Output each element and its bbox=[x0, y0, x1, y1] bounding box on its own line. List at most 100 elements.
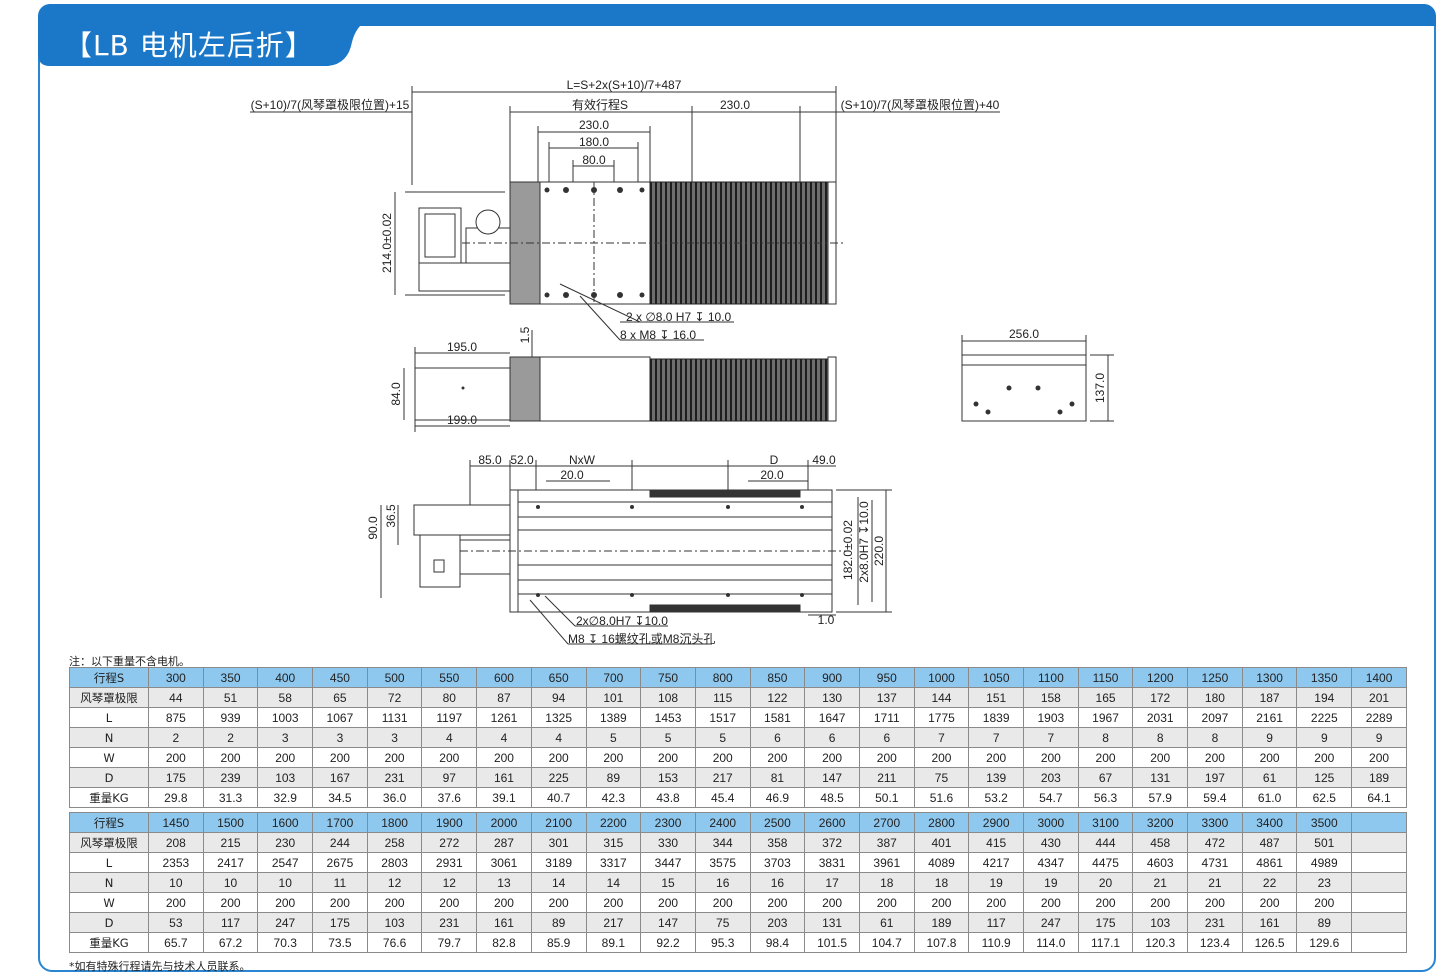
table-cell: 208 bbox=[148, 832, 204, 853]
table-cell: 1400 bbox=[1351, 667, 1407, 688]
table-cell: 200 bbox=[585, 747, 642, 768]
table-cell: 4 bbox=[421, 727, 478, 748]
footnote: *如有特殊行程请先与技术人员联系。 bbox=[69, 960, 251, 973]
table-cell: 23 bbox=[1296, 872, 1353, 893]
table-cell: 4475 bbox=[1077, 852, 1134, 873]
table-cell: 16 bbox=[694, 872, 751, 893]
table-cell: 4347 bbox=[1023, 852, 1079, 873]
table-cell: 2353 bbox=[148, 852, 204, 873]
table-cell: 42.3 bbox=[585, 787, 642, 808]
table-cell: 98.4 bbox=[749, 932, 806, 953]
dim-20-right: 20.0 bbox=[760, 468, 784, 482]
table-cell: 215 bbox=[202, 832, 259, 853]
table-cell: 36.0 bbox=[366, 787, 423, 808]
table-cell: 73.5 bbox=[312, 932, 368, 953]
table-cell: 2 bbox=[202, 727, 259, 748]
table-cell: 200 bbox=[749, 892, 806, 913]
table-cell: 45.4 bbox=[694, 787, 751, 808]
table-cell: 32.9 bbox=[257, 787, 314, 808]
table-cell: 4089 bbox=[913, 852, 970, 873]
table-cell: 247 bbox=[1023, 912, 1079, 933]
table-cell: 203 bbox=[1023, 767, 1079, 788]
table-cell: 167 bbox=[312, 767, 368, 788]
table-cell: 200 bbox=[421, 892, 478, 913]
table-cell: 61 bbox=[858, 912, 915, 933]
table-cell: 3200 bbox=[1132, 812, 1189, 833]
table-cell bbox=[1351, 872, 1407, 893]
table-cell: 117 bbox=[968, 912, 1024, 933]
table-cell: 239 bbox=[202, 767, 259, 788]
table-cell: 650 bbox=[530, 667, 587, 688]
table-cell: 12 bbox=[421, 872, 478, 893]
table-cell: 89 bbox=[585, 767, 642, 788]
table-cell: 415 bbox=[968, 832, 1024, 853]
table-cell: 301 bbox=[530, 832, 587, 853]
row-label: 重量KG bbox=[69, 932, 149, 953]
table-cell: 4 bbox=[476, 727, 532, 748]
table-cell: 200 bbox=[312, 892, 368, 913]
table-cell: 200 bbox=[913, 747, 970, 768]
row-label: 风琴罩极限 bbox=[69, 832, 149, 853]
table-cell: 231 bbox=[421, 912, 478, 933]
table-cell: 82.8 bbox=[476, 932, 532, 953]
table-cell: 2100 bbox=[530, 812, 587, 833]
table-cell: 2600 bbox=[804, 812, 860, 833]
table-cell: 21 bbox=[1132, 872, 1189, 893]
table-cell: 200 bbox=[585, 892, 642, 913]
table-cell: 3000 bbox=[1023, 812, 1079, 833]
table-cell: 53 bbox=[148, 912, 204, 933]
table-cell: 61.0 bbox=[1241, 787, 1298, 808]
table-cell: 20 bbox=[1077, 872, 1134, 893]
table-cell bbox=[1351, 932, 1407, 953]
table-cell: 11 bbox=[312, 872, 368, 893]
table-cell: 1300 bbox=[1241, 667, 1298, 688]
table-cell: 350 bbox=[202, 667, 259, 688]
table-cell: 1700 bbox=[312, 812, 368, 833]
table-cell: 200 bbox=[1241, 747, 1298, 768]
dim-hole-8xm8: 8 x M8 ↧ 16.0 bbox=[620, 328, 696, 342]
table-cell: 372 bbox=[804, 832, 860, 853]
table-cell: 4217 bbox=[968, 852, 1024, 873]
table-cell: 2 bbox=[148, 727, 204, 748]
table-cell: 1517 bbox=[694, 707, 751, 728]
table-cell: 231 bbox=[366, 767, 423, 788]
table-cell: 14 bbox=[585, 872, 642, 893]
header-bar bbox=[38, 4, 1436, 26]
table-cell: 22 bbox=[1241, 872, 1298, 893]
dim-180: 180.0 bbox=[579, 135, 609, 149]
table-cell: 44 bbox=[148, 687, 204, 708]
table-cell: 61 bbox=[1241, 767, 1298, 788]
dim-220: 220.0 bbox=[872, 536, 886, 566]
table-cell: 1647 bbox=[804, 707, 860, 728]
table-cell: 81 bbox=[749, 767, 806, 788]
table-cell: 1197 bbox=[421, 707, 478, 728]
dim-85: 85.0 bbox=[478, 453, 502, 467]
table-cell: 6 bbox=[804, 727, 860, 748]
table-cell: 875 bbox=[148, 707, 204, 728]
table-cell: 3703 bbox=[749, 852, 806, 873]
table-cell: 200 bbox=[858, 747, 915, 768]
table-cell: 89 bbox=[530, 912, 587, 933]
table-cell: 16 bbox=[749, 872, 806, 893]
row-label: L bbox=[69, 707, 149, 728]
table-cell: 750 bbox=[640, 667, 696, 688]
table-cell: 51 bbox=[202, 687, 259, 708]
table-cell: 117 bbox=[202, 912, 259, 933]
table-cell: 165 bbox=[1077, 687, 1134, 708]
table-cell: 2097 bbox=[1187, 707, 1243, 728]
table-cell: 101 bbox=[585, 687, 642, 708]
table-cell: 10 bbox=[257, 872, 314, 893]
table-cell: 430 bbox=[1023, 832, 1079, 853]
table-cell: 151 bbox=[968, 687, 1024, 708]
table-cell: 104.7 bbox=[858, 932, 915, 953]
table-cell: 101.5 bbox=[804, 932, 860, 953]
dim-1-5: 1.5 bbox=[518, 326, 532, 343]
table-cell: 200 bbox=[1132, 747, 1189, 768]
table-cell: 472 bbox=[1187, 832, 1243, 853]
table-cell: 200 bbox=[476, 892, 532, 913]
table-cell: 3189 bbox=[530, 852, 587, 873]
table-cell: 487 bbox=[1241, 832, 1298, 853]
